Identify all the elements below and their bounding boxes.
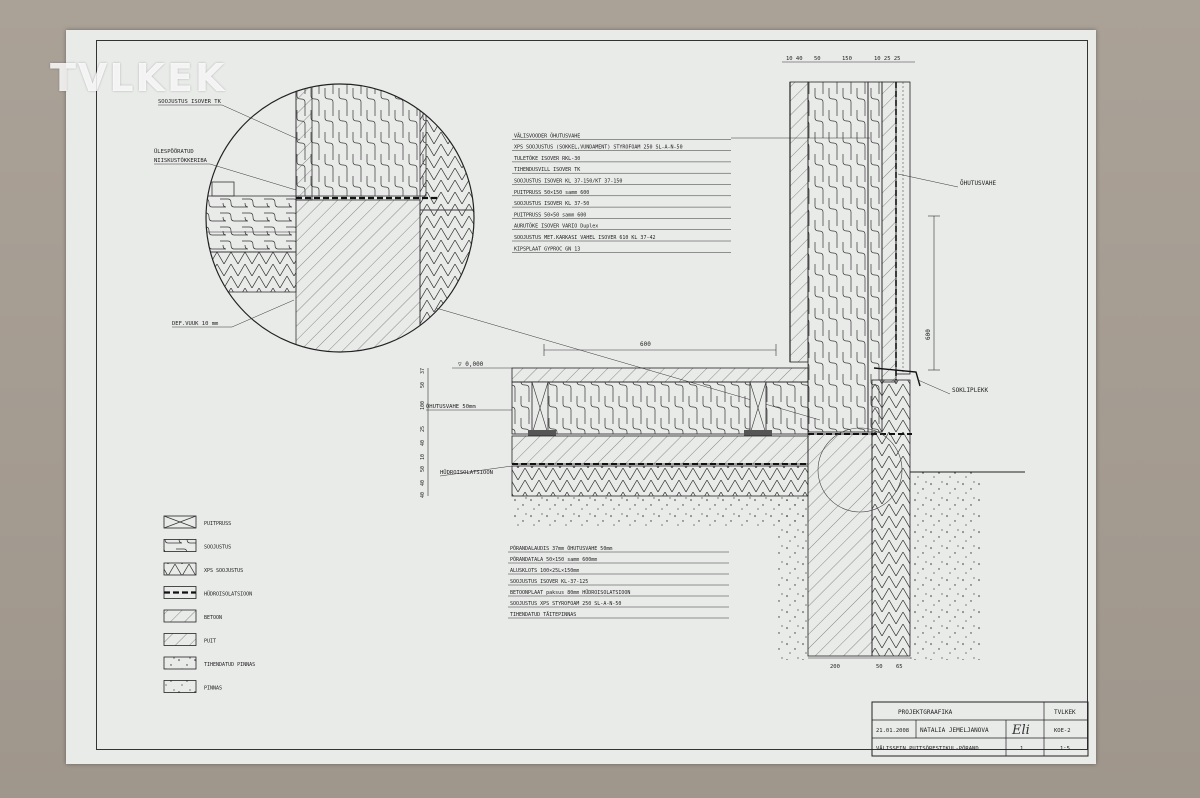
label-ohutusvahe-right: ÕHUTUSVAHE [960, 180, 997, 187]
label-gap: DEF.VUUK 10 mm [172, 321, 219, 327]
spec-row: TULETÕKE ISOVER RKL-30 [514, 155, 580, 162]
spec-row: PÕRANDALAUDIS 37mm ÕHUTUSVAHE 50mm [510, 545, 612, 552]
spec-row: ALUSKLOTS 100×25L×150mm [510, 568, 579, 574]
tb-signature: Eli [1011, 723, 1030, 738]
top-dim-value: 10 25 25 [874, 56, 901, 62]
wall-section [778, 81, 1025, 660]
bottom-dimensions: 200 50 65 [808, 657, 912, 670]
floor-section: 600 ▽ 0,000 [452, 341, 809, 526]
legend-swatch-concrete [163, 609, 197, 623]
top-dim-value: 150 [842, 56, 852, 62]
spec-row: PUITPRUSS 50×150 samm 600 [514, 190, 589, 196]
tb-school: TVLKEK [1054, 709, 1076, 716]
drawing-frame [96, 40, 1088, 750]
legend-label: PINNAS [204, 686, 222, 692]
spec-row: SOOJUSTUS XPS STYROFOAM 250 SL-A-N-50 [510, 601, 621, 607]
spec-row: KIPSPLAAT GYPROC GN 13 [514, 246, 580, 252]
dim-600-vertical: 600 [925, 329, 932, 340]
left-dim-value: 37 [420, 368, 426, 374]
tb-code: KOE-2 [1054, 728, 1071, 734]
spec-row: SOOJUSTUS ISOVER KL 37-50 [514, 201, 589, 207]
tb-title: VÄLISSEIN PUITSÕRESTIKUL-PÕRAND [876, 745, 979, 752]
label-sokliplekk: SOKLIPLEKK [952, 387, 989, 394]
right-callouts: ÕHUTUSVAHE SOKLIPLEKK [897, 173, 997, 395]
spec-row: XPS SOOJUSTUS (SOKKEL,VUNDAMENT) STYROFO… [514, 145, 683, 151]
legend-label: HÜDROISOLATSIOON [204, 591, 252, 598]
legend-label: PUIT [204, 639, 216, 645]
top-dim-value: 50 [814, 56, 821, 62]
dim-600-horizontal: 600 [640, 341, 651, 348]
tb-sheet: 1 [1020, 746, 1023, 752]
spec-row: SOOJUSTUS ISOVER KL 37-150/KT 37-150 [514, 179, 622, 185]
title-block: PROJEKTGRAAFIKA TVLKEK 21.01.2008 NATALI… [871, 701, 1089, 757]
left-dim-value: 25 [420, 426, 426, 432]
legend-swatch-compacted [163, 656, 197, 670]
spec-row: SOOJUSTUS MET.KARKASI VAHEL ISOVER 610 K… [514, 235, 655, 241]
legend-swatch-xps [163, 562, 197, 576]
spec-row: TIHENDATUD TÄITEPINNAS [510, 611, 576, 618]
left-dim-value: 50 [420, 466, 426, 472]
tb-subject: PROJEKTGRAAFIKA [898, 709, 953, 716]
spec-row: AURUTÕKE ISOVER VARIO Duplex [514, 223, 598, 230]
left-dim-value: 40 [420, 440, 426, 446]
left-dim-value: 10 [420, 454, 426, 460]
left-dimensions: 37 50 100 25 40 10 50 40 40 [420, 368, 429, 498]
bottom-dim-value: 50 [876, 664, 883, 670]
legend: PUITPRUSS SOOJUSTUS XPS SOOJUSTUS HÜDROISOL… [163, 515, 255, 693]
bottom-dim-value: 200 [830, 664, 840, 670]
detail-circle [205, 83, 475, 353]
spec-row: SOOJUSTUS ISOVER KL-37-125 [510, 579, 588, 585]
legend-label: PUITPRUSS [204, 521, 231, 527]
wall-spec-table: VÄLISVOODER ÕHUTUSVAHE XPS SOOJUSTUS (SOK… [512, 132, 731, 253]
legend-label: XPS SOOJUSTUS [204, 568, 243, 574]
floor-callouts: ÕHUTUSVAHE 50mm HÜDROISOLATSIOON [426, 403, 513, 477]
legend-label: BETOON [204, 615, 222, 621]
watermark-logo: TVLKEK [50, 56, 227, 100]
legend-swatch-wood [163, 633, 197, 646]
tb-scale: 1:5 [1060, 746, 1070, 752]
floor-spec-table: PÕRANDALAUDIS 37mm ÕHUTUSVAHE 50mmPÕRAND… [508, 545, 729, 619]
bottom-dim-value: 65 [896, 664, 903, 670]
left-dim-value: 40 [420, 492, 426, 498]
spec-row: PUITPRUSS 50×50 samm 600 [514, 212, 586, 218]
legend-label: SOOJUSTUS [204, 545, 231, 551]
tb-date: 21.01.2008 [876, 728, 909, 734]
tb-author: NATALIA JEMELJANOVA [920, 727, 989, 734]
top-dimensions: 10 40 50 150 10 25 25 [782, 56, 915, 63]
level-mark: ▽ 0,000 [458, 361, 484, 368]
legend-label: TIHENDATUD PINNAS [204, 662, 255, 668]
left-dim-value: 100 [420, 401, 426, 410]
top-dim-value: 10 40 [786, 56, 803, 62]
legend-swatch-soil [163, 680, 197, 693]
spec-row: PÕRANDATALA 50×150 samm 600mm [510, 556, 597, 563]
vertical-dimension: 600 [925, 215, 940, 371]
label-insulation-tk: SOOJUSTUS ISOVER TK [158, 99, 222, 105]
spec-row: TIHENDUSVILL ISOVER TK [514, 167, 580, 173]
spec-row: VÄLISVOODER ÕHUTUSVAHE [514, 132, 580, 139]
left-dim-value: 50 [420, 382, 426, 388]
spec-row: BETOONPLAAT paksus 80mm HÜDROISOLATSIOON [510, 589, 630, 596]
legend-swatch-insulation [163, 539, 197, 552]
left-dim-value: 40 [420, 480, 426, 486]
label-ohutusvahe-left: ÕHUTUSVAHE 50mm [426, 403, 476, 410]
